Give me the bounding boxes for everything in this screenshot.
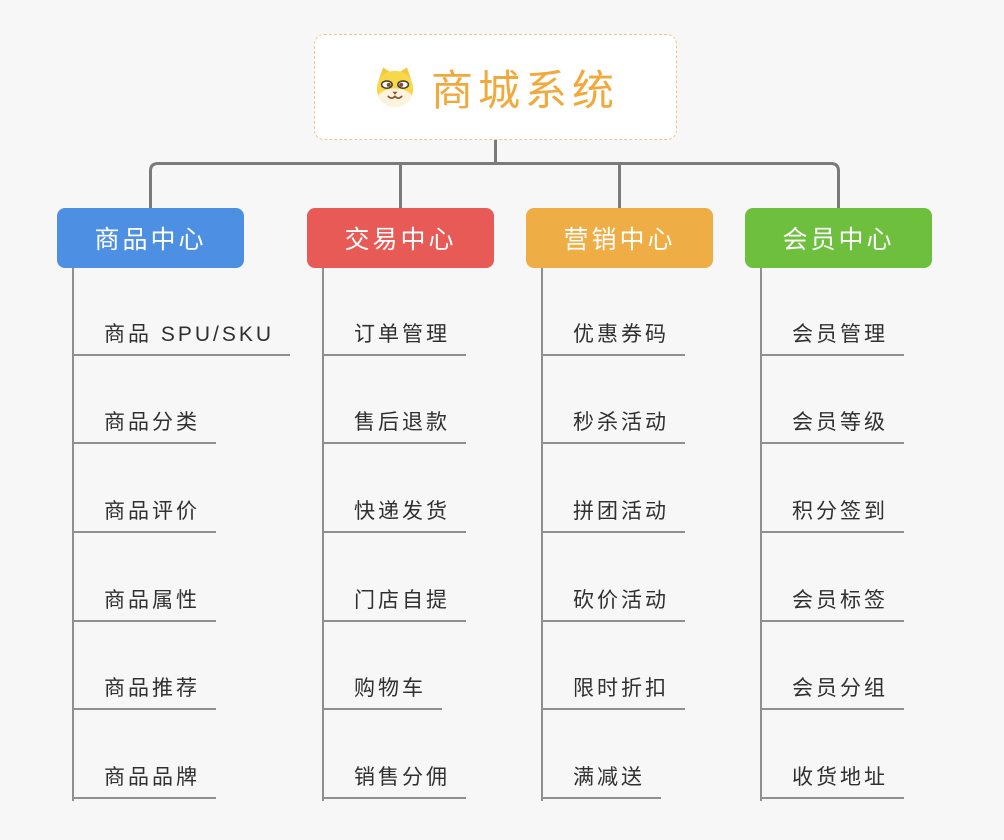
leaf-node[interactable]: 会员分组 bbox=[760, 676, 904, 710]
branch-label: 交易中心 bbox=[344, 226, 457, 254]
leaf-node[interactable]: 收货地址 bbox=[760, 765, 904, 799]
leaf-node[interactable]: 秒杀活动 bbox=[541, 410, 685, 444]
leaf-node[interactable]: 限时折扣 bbox=[541, 676, 685, 710]
leaf-node[interactable]: 门店自提 bbox=[322, 588, 466, 622]
leaf-node[interactable]: 订单管理 bbox=[322, 322, 466, 356]
leaf-node[interactable]: 砍价活动 bbox=[541, 588, 685, 622]
branch-header-member-center[interactable]: 会员中心 bbox=[745, 208, 932, 268]
branch-header-product-center[interactable]: 商品中心 bbox=[57, 208, 244, 268]
branch-label: 商品中心 bbox=[94, 226, 207, 254]
branch-header-marketing-center[interactable]: 营销中心 bbox=[526, 208, 713, 268]
branch-trunk-line bbox=[541, 268, 543, 801]
leaf-node[interactable]: 销售分佣 bbox=[322, 765, 466, 799]
dog-face-icon bbox=[372, 64, 418, 110]
leaf-node[interactable]: 满减送 bbox=[541, 765, 661, 799]
leaf-node[interactable]: 商品品牌 bbox=[72, 765, 216, 799]
branch-header-trade-center[interactable]: 交易中心 bbox=[307, 208, 494, 268]
leaf-node[interactable]: 拼团活动 bbox=[541, 499, 685, 533]
leaf-node[interactable]: 会员等级 bbox=[760, 410, 904, 444]
root-node[interactable]: 商城系统 bbox=[314, 34, 677, 140]
leaf-node[interactable]: 购物车 bbox=[322, 676, 442, 710]
leaf-node[interactable]: 商品分类 bbox=[72, 410, 216, 444]
leaf-node[interactable]: 积分签到 bbox=[760, 499, 904, 533]
leaf-node[interactable]: 商品属性 bbox=[72, 588, 216, 622]
branch-trunk-line bbox=[72, 268, 74, 801]
leaf-node[interactable]: 会员管理 bbox=[760, 322, 904, 356]
branch-label: 会员中心 bbox=[782, 226, 895, 254]
branch-trunk-line bbox=[760, 268, 762, 801]
leaf-node[interactable]: 快递发货 bbox=[322, 499, 466, 533]
leaf-node[interactable]: 会员标签 bbox=[760, 588, 904, 622]
leaf-node[interactable]: 商品推荐 bbox=[72, 676, 216, 710]
distributor-line bbox=[149, 162, 840, 208]
leaf-node[interactable]: 优惠券码 bbox=[541, 322, 685, 356]
branch-trunk-line bbox=[322, 268, 324, 801]
leaf-node[interactable]: 商品评价 bbox=[72, 499, 216, 533]
root-title: 商城系统 bbox=[430, 66, 619, 114]
leaf-node[interactable]: 商品 SPU/SKU bbox=[72, 322, 291, 356]
branch-label: 营销中心 bbox=[563, 226, 676, 254]
leaf-node[interactable]: 售后退款 bbox=[322, 410, 466, 444]
